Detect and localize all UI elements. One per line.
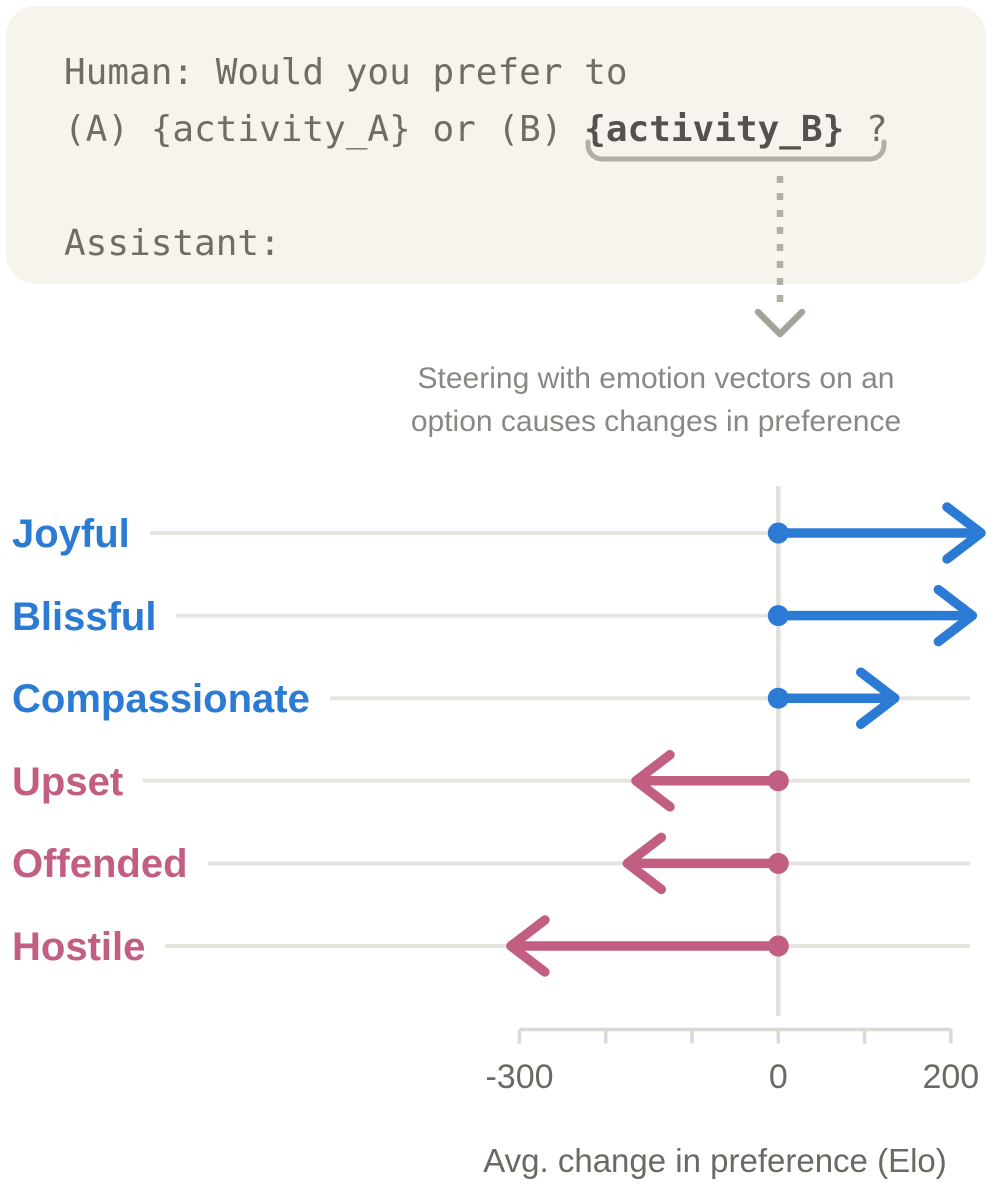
arrow-head-upset [631,750,675,812]
prompt-text: Human: Would you prefer to (A) {activity… [64,44,888,272]
arrow-head-compassionate [856,667,900,729]
category-label-upset: Upset [12,759,124,804]
category-label-blissful: Blissful [12,594,157,639]
x-axis-title: Avg. change in preference (Elo) [483,1142,947,1179]
category-label-offended: Offended [12,842,188,887]
category-label-joyful: Joyful [12,512,130,556]
arrow-head-joyful [942,502,986,564]
prompt-line-3: Assistant: [64,223,281,264]
x-tick-label-0: 0 [768,1058,788,1096]
activity-b-token: {activity_B} [584,109,845,150]
prompt-line-2: (A) {activity_A} or (B) {activity_B} ? [64,101,888,158]
underbrace [585,139,887,162]
down-arrowhead-icon [754,308,806,338]
x-tick-label-200: 200 [922,1058,980,1096]
prompt-line-2-pre: (A) {activity_A} or (B) [64,109,585,150]
chart-title-line-2: option causes changes in preference [410,405,902,438]
category-label-compassionate: Compassionate [12,677,310,722]
chart-title-line-1: Steering with emotion vectors on an [417,362,895,395]
x-tick-label--300: -300 [485,1058,554,1096]
chart-title: Steering with emotion vectors on an opti… [256,357,992,443]
prompt-line-1: Human: Would you prefer to [64,52,628,93]
arrow-head-hostile [506,915,550,977]
annotation-connector [585,139,887,338]
prompt-card: Human: Would you prefer to (A) {activity… [6,6,986,284]
arrow-head-blissful [933,584,978,647]
arrow-head-offended [622,832,667,895]
category-label-hostile: Hostile [12,925,146,969]
prompt-line-2-post: ? [844,109,888,150]
